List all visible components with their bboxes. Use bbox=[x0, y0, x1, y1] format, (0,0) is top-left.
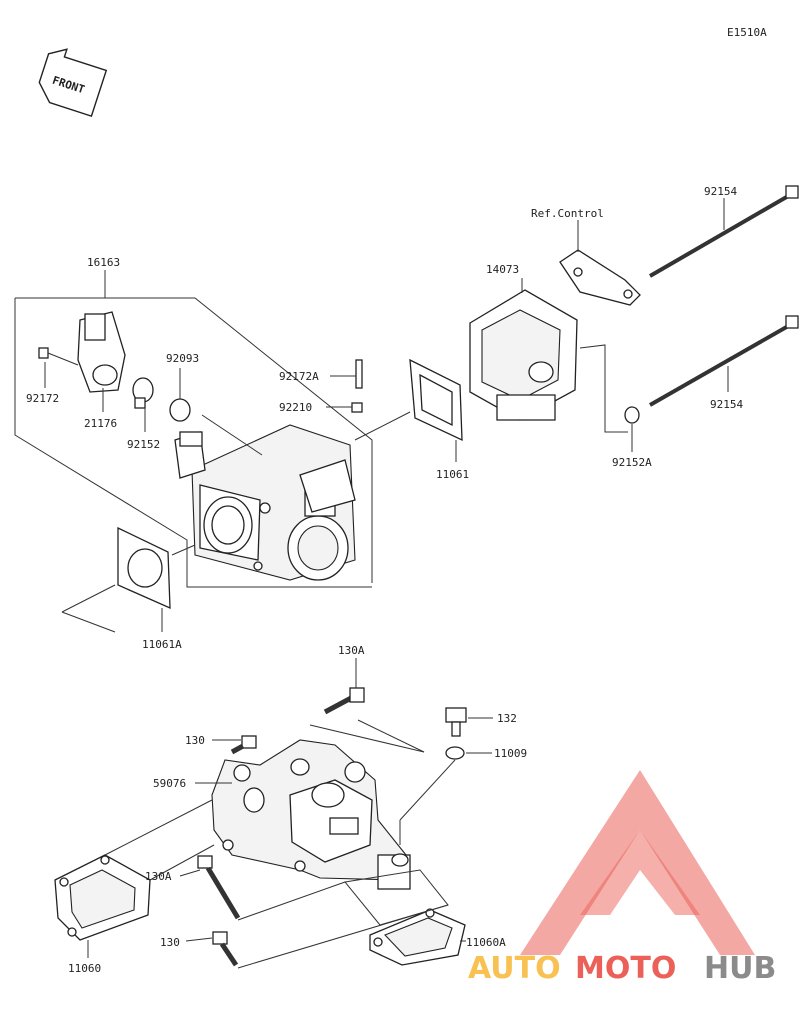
bolt-130-bottom bbox=[212, 931, 239, 967]
label-ref-control: Ref.Control bbox=[531, 207, 604, 220]
watermark-text-auto: AUTO bbox=[468, 951, 561, 986]
label-11061A: 11061A bbox=[142, 638, 182, 651]
label-14073: 14073 bbox=[486, 263, 519, 276]
clip-92152 bbox=[132, 377, 154, 409]
diagram-code: E1510A bbox=[727, 26, 767, 39]
holder-14073 bbox=[469, 289, 578, 421]
gasket-11060A bbox=[369, 908, 466, 966]
label-92172A: 92172A bbox=[279, 370, 319, 383]
bolt-132 bbox=[445, 707, 467, 737]
label-92093: 92093 bbox=[166, 352, 199, 365]
nut-92210 bbox=[351, 402, 363, 413]
bolt-92172 bbox=[38, 347, 79, 366]
gasket-11060 bbox=[54, 854, 151, 941]
label-92210: 92210 bbox=[279, 401, 312, 414]
bolt-130A-mid bbox=[197, 855, 241, 920]
label-16163: 16163 bbox=[87, 256, 120, 269]
throttle-sensor bbox=[77, 311, 126, 393]
label-92152: 92152 bbox=[127, 438, 160, 451]
label-92154-top: 92154 bbox=[704, 185, 737, 198]
label-11060A: 11060A bbox=[466, 936, 506, 949]
watermark-logo: AUTO MOTO HUB bbox=[468, 770, 776, 986]
label-130A-mid: 130A bbox=[145, 870, 172, 883]
watermark-text-hub: HUB bbox=[704, 951, 776, 986]
intake-manifold bbox=[211, 739, 411, 890]
stud-92172A bbox=[355, 359, 363, 389]
label-92152A: 92152A bbox=[612, 456, 652, 469]
bolt-130-top bbox=[230, 735, 257, 755]
label-11061: 11061 bbox=[436, 468, 469, 481]
group-outline bbox=[14, 282, 373, 588]
bolt-130A-top bbox=[323, 687, 365, 715]
label-92172: 92172 bbox=[26, 392, 59, 405]
label-132: 132 bbox=[497, 712, 517, 725]
control-bracket bbox=[559, 249, 641, 306]
label-11009: 11009 bbox=[494, 747, 527, 760]
throttle-body bbox=[174, 424, 356, 581]
watermark-text-moto: MOTO bbox=[575, 951, 676, 986]
label-130-bottom: 130 bbox=[160, 936, 180, 949]
front-arrow-icon: FRONT bbox=[38, 48, 108, 118]
gasket-11061 bbox=[409, 358, 463, 442]
label-11060: 11060 bbox=[68, 962, 101, 975]
collar-92152A bbox=[624, 406, 640, 424]
gasket-11061A bbox=[117, 526, 171, 610]
label-21176: 21176 bbox=[84, 417, 117, 430]
bolt-92154-top bbox=[648, 185, 799, 278]
bolt-92154-mid bbox=[649, 315, 799, 407]
o-ring-92093 bbox=[169, 398, 191, 422]
washer-11009 bbox=[445, 746, 465, 760]
label-59076: 59076 bbox=[153, 777, 186, 790]
label-130-top: 130 bbox=[185, 734, 205, 747]
label-92154-mid: 92154 bbox=[710, 398, 743, 411]
label-130A-top: 130A bbox=[338, 644, 365, 657]
